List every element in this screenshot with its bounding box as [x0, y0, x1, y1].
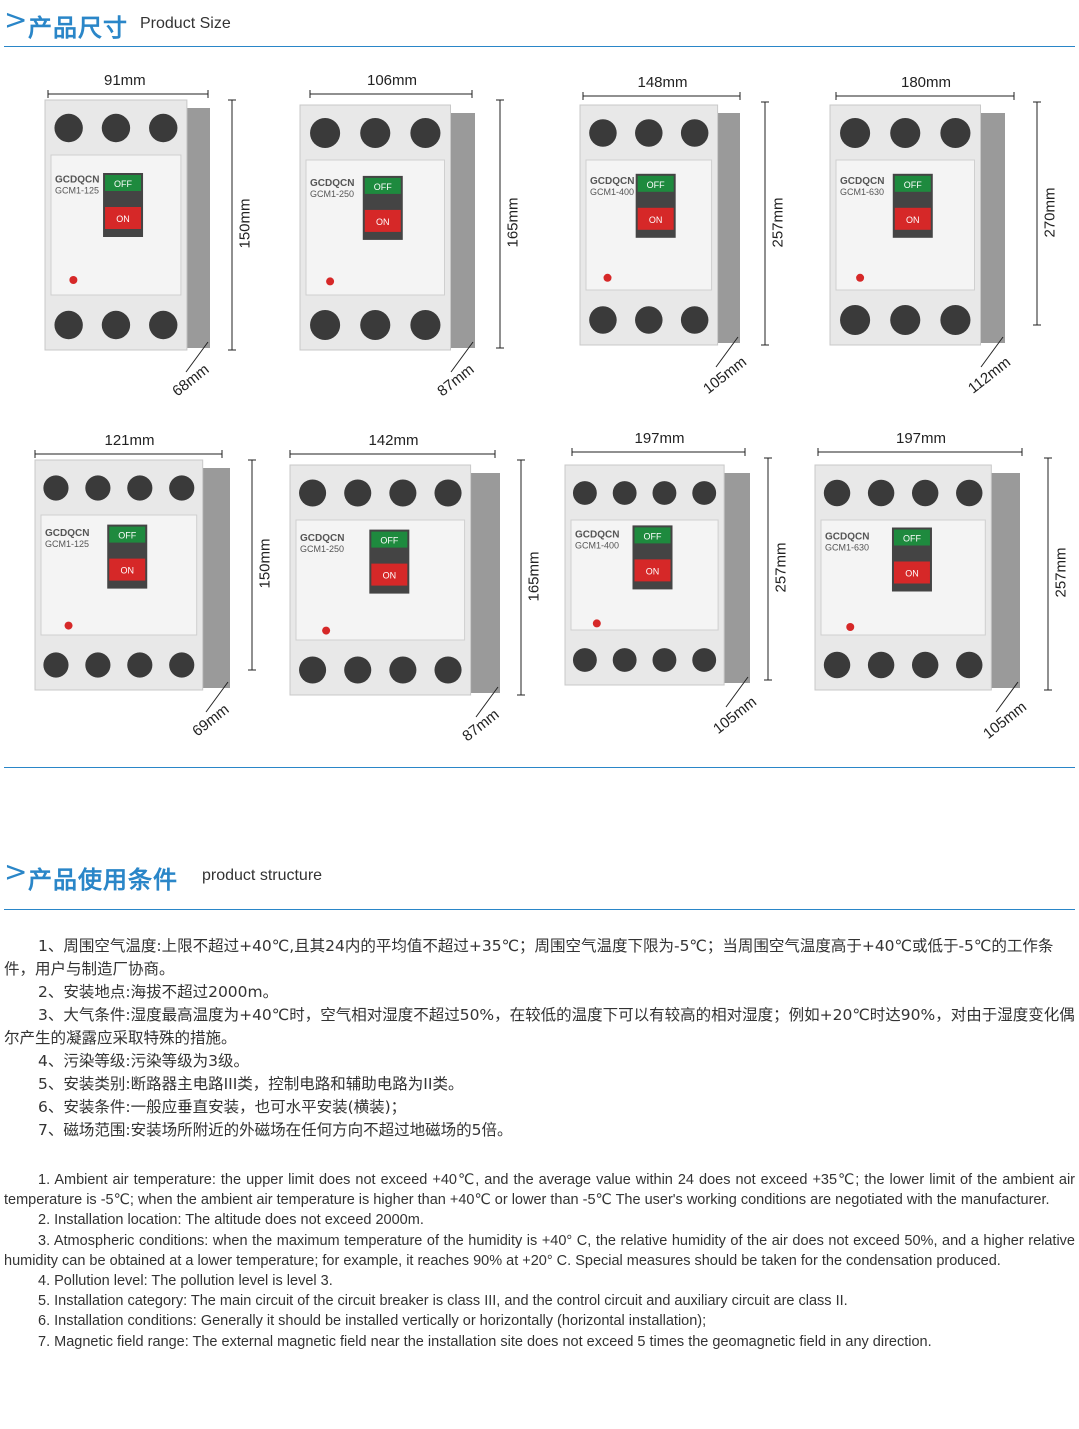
brand-label: GCDQCN: [310, 178, 354, 189]
section-divider: [4, 909, 1075, 910]
depth-dimension: 105mm: [700, 353, 750, 398]
depth-dimension: 112mm: [964, 353, 1014, 398]
width-dimension: 142mm: [368, 432, 419, 449]
depth-dimension: 105mm: [980, 698, 1030, 743]
brand-label: GCDQCN: [45, 528, 89, 539]
off-label: OFF: [903, 534, 921, 544]
off-label: OFF: [374, 182, 392, 192]
chevron-right-icon: >: [4, 3, 28, 36]
off-label: OFF: [647, 180, 665, 190]
condition-en-item: 3. Atmospheric conditions: when the maxi…: [4, 1232, 1075, 1269]
height-dimension: 165mm: [525, 550, 543, 602]
height-dimension: 165mm: [504, 197, 522, 248]
height-dimension: 257mm: [769, 196, 787, 248]
condition-zh-item: 3、大气条件:湿度最高温度为+40℃时，空气相对湿度不超过50%，在较低的温度下…: [4, 1006, 1075, 1047]
off-label: OFF: [904, 180, 922, 190]
off-label: OFF: [118, 531, 136, 541]
condition-en-item: 6. Installation conditions: Generally it…: [38, 1313, 707, 1330]
model-label: GCM1-125: [55, 186, 99, 196]
conditions-en: 1. Ambient air temperature: the upper li…: [4, 1170, 1075, 1352]
condition-en-item: 2. Installation location: The altitude d…: [38, 1212, 424, 1229]
condition-en-item: 5. Installation category: The main circu…: [38, 1293, 848, 1310]
condition-en-item: 4. Pollution level: The pollution level …: [38, 1273, 333, 1290]
height-dimension: 150mm: [236, 198, 254, 249]
section-divider: [4, 767, 1075, 768]
condition-zh-item: 2、安装地点:海拔不超过2000m。: [38, 983, 279, 1001]
section-title-zh: 产品尺寸: [28, 14, 128, 42]
on-label: ON: [905, 569, 919, 579]
section-title-en: product structure: [202, 867, 323, 884]
brand-label: GCDQCN: [840, 176, 884, 187]
width-dimension: 197mm: [896, 430, 947, 447]
section-title-en: Product Size: [140, 15, 231, 32]
on-label: ON: [376, 217, 390, 227]
section-title-zh: 产品使用条件: [28, 866, 178, 894]
depth-dimension: 87mm: [459, 705, 503, 746]
on-label: ON: [116, 214, 130, 224]
brand-label: GCDQCN: [55, 175, 99, 186]
off-label: OFF: [114, 179, 132, 189]
brand-label: GCDQCN: [825, 531, 869, 542]
off-label: OFF: [380, 536, 398, 546]
model-label: GCM1-630: [840, 187, 884, 197]
on-label: ON: [120, 566, 134, 576]
width-dimension: 106mm: [367, 72, 418, 89]
depth-dimension: 87mm: [434, 360, 478, 401]
model-label: GCM1-125: [45, 539, 89, 549]
usage-conditions-header: > 产品使用条件 product structure: [0, 855, 1079, 895]
depth-dimension: 68mm: [169, 360, 213, 401]
height-dimension: 257mm: [772, 542, 790, 593]
condition-zh-item: 1、周围空气温度:上限不超过+40℃,且其24内的平均值不超过+35℃；周围空气…: [4, 937, 1054, 978]
condition-zh-item: 6、安装条件:一般应垂直安装，也可水平安装(横装)；: [38, 1098, 407, 1116]
width-dimension: 91mm: [104, 72, 146, 89]
model-label: GCM1-250: [310, 189, 354, 199]
section-divider: [4, 46, 1075, 47]
on-label: ON: [649, 215, 663, 225]
depth-dimension: 69mm: [189, 700, 233, 741]
brand-label: GCDQCN: [575, 530, 619, 541]
model-label: GCM1-400: [575, 541, 619, 551]
chevron-right-icon: >: [4, 855, 28, 888]
height-dimension: 270mm: [1041, 186, 1059, 238]
product-size-header: > 产品尺寸 Product Size: [0, 3, 1079, 43]
condition-en-item: 1. Ambient air temperature: the upper li…: [4, 1172, 1075, 1209]
width-dimension: 148mm: [637, 74, 688, 91]
brand-label: GCDQCN: [590, 176, 634, 187]
on-label: ON: [646, 566, 660, 576]
model-label: GCM1-630: [825, 542, 869, 552]
off-label: OFF: [644, 531, 662, 541]
depth-dimension: 105mm: [710, 693, 760, 738]
height-dimension: 150mm: [256, 538, 274, 589]
width-dimension: 197mm: [634, 430, 685, 447]
condition-en-item: 7. Magnetic field range: The external ma…: [38, 1333, 932, 1350]
conditions-zh: 1、周围空气温度:上限不超过+40℃,且其24内的平均值不超过+35℃；周围空气…: [4, 935, 1075, 1142]
condition-zh-item: 7、磁场范围:安装场所附近的外磁场在任何方向不超过地磁场的5倍。: [38, 1121, 513, 1139]
width-dimension: 121mm: [104, 432, 155, 449]
on-label: ON: [383, 571, 397, 581]
width-dimension: 180mm: [901, 74, 952, 91]
brand-label: GCDQCN: [300, 533, 344, 544]
model-label: GCM1-400: [590, 187, 634, 197]
on-label: ON: [906, 215, 920, 225]
model-label: GCM1-250: [300, 544, 344, 554]
condition-zh-item: 4、污染等级:污染等级为3级。: [38, 1052, 249, 1070]
height-dimension: 257mm: [1052, 547, 1070, 598]
condition-zh-item: 5、安装类别:断路器主电路III类，控制电路和辅助电路为II类。: [38, 1075, 464, 1093]
